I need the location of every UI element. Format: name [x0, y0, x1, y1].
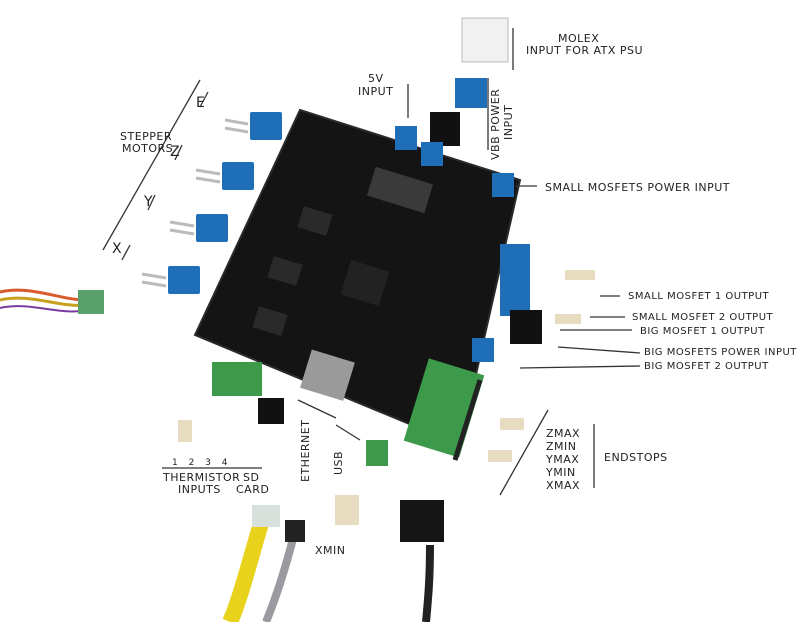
input-5v-sub-label: INPUT — [358, 85, 394, 98]
axis-e-label: E — [196, 95, 206, 111]
xmin-label: XMIN — [315, 544, 346, 557]
input-5v-label: 5V — [368, 72, 384, 85]
small-mosfets-power-label: SMALL MOSFETS POWER INPUT — [545, 181, 730, 194]
molex-sub-label: INPUT FOR ATX PSU — [526, 44, 644, 57]
sd-sub-label: CARD — [236, 483, 270, 496]
axis-y-label: Y — [144, 194, 154, 210]
endstops-label: ENDSTOPS — [604, 451, 668, 464]
thermistor-sub-label: INPUTS — [178, 483, 221, 496]
annotation-lines — [102, 28, 641, 496]
ymin-label: YMIN — [546, 466, 576, 479]
zmax-label: ZMAX — [546, 427, 581, 440]
big-mosfet-2-label: BIG MOSFET 2 OUTPUT — [644, 361, 769, 372]
axis-z-label: Z — [170, 144, 181, 160]
big-mosfet-1-label: BIG MOSFET 1 OUTPUT — [640, 326, 765, 337]
endstop-terminals — [212, 358, 485, 466]
right-connectors — [472, 244, 595, 362]
stepper-label: STEPPER — [120, 130, 173, 143]
big-mosfets-power-label: BIG MOSFETS POWER INPUT — [644, 347, 797, 358]
thermistor-label: THERMISTOR — [163, 471, 241, 484]
xmax-label: XMAX — [546, 479, 581, 492]
sd-label: SD — [243, 471, 260, 484]
vbb-power-label: VBB POWER — [489, 88, 502, 160]
molex-label: MOLEX — [558, 32, 600, 45]
ethernet-label: ETHERNET — [299, 419, 312, 482]
top-connectors — [395, 17, 514, 197]
ymax-label: YMAX — [546, 453, 580, 466]
cables — [0, 288, 524, 622]
axis-x-label: X — [112, 241, 123, 257]
stepper-pin-headers — [141, 118, 249, 288]
usb-label: USB — [332, 450, 345, 475]
stepper-terminals — [168, 112, 282, 294]
thermistor-numbers: 1 2 3 4 — [172, 458, 232, 468]
small-mosfet-1-label: SMALL MOSFET 1 OUTPUT — [628, 291, 770, 302]
stepper-sub-label: MOTORS — [122, 142, 174, 155]
vbb-power-sub-label: INPUT — [502, 104, 515, 140]
zmin-label: ZMIN — [546, 440, 577, 453]
smoothieboard — [193, 108, 522, 447]
small-mosfet-2-label: SMALL MOSFET 2 OUTPUT — [632, 312, 774, 323]
